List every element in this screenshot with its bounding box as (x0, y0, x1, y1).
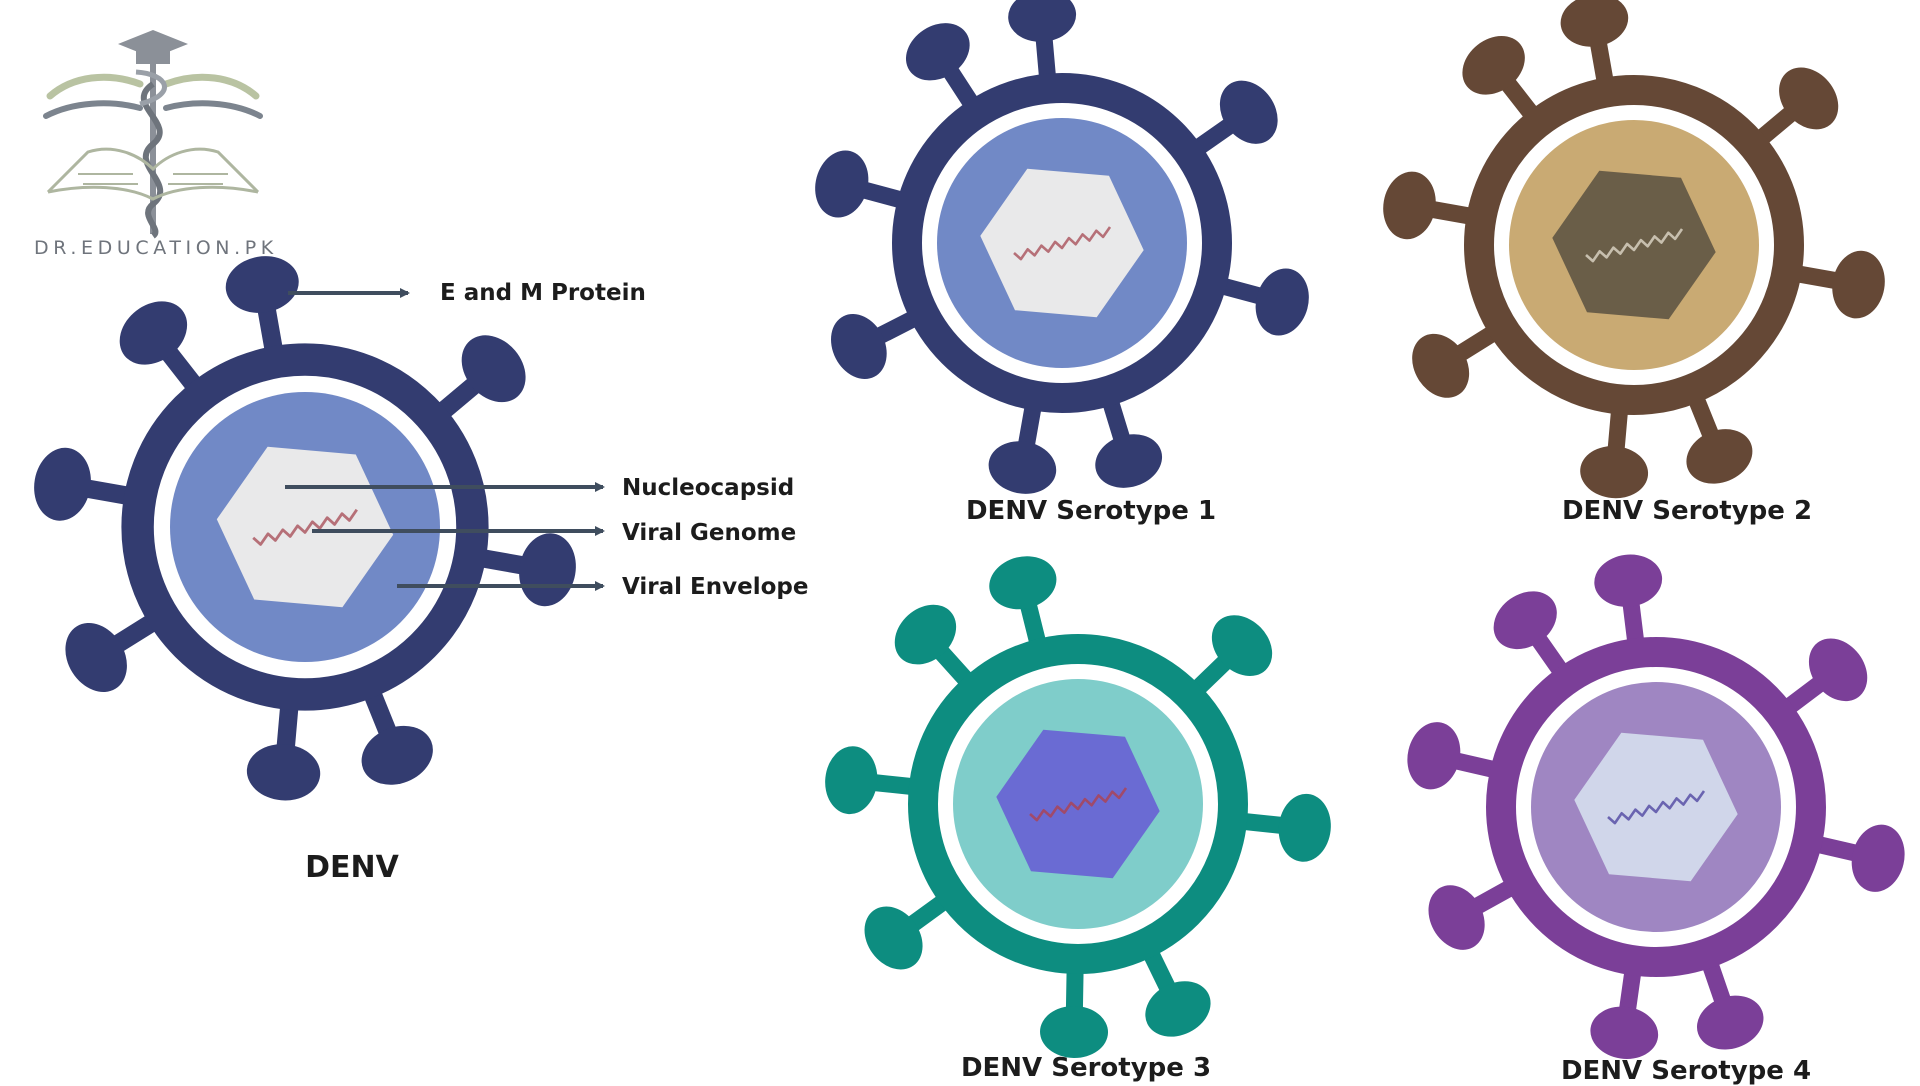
spike-head (988, 441, 1057, 494)
spike-head (246, 744, 321, 801)
spike-head (1008, 0, 1077, 42)
label-viral-genome: Viral Genome (622, 520, 797, 546)
outer-ring (908, 634, 1248, 974)
spike-head (905, 23, 970, 81)
spike-head (34, 447, 91, 521)
spike-head (1219, 80, 1278, 144)
denv-serotype-4-virus (1407, 554, 1905, 1059)
denv-serotype-2-virus (1383, 0, 1885, 499)
spike-head (1040, 1005, 1109, 1058)
spike-head (519, 533, 576, 607)
spike-head (1493, 591, 1557, 650)
caption-serotype-2: DENV Serotype 2 (1561, 496, 1813, 526)
spike-head (894, 604, 957, 665)
spike-head (1095, 434, 1163, 488)
spike-head (1278, 793, 1331, 862)
wings-icon (43, 73, 263, 119)
nucleocapsid-hexagon (980, 168, 1144, 318)
spike-head (119, 301, 188, 365)
spike-head (825, 746, 878, 815)
spike-head (1851, 824, 1905, 892)
spike-head (1696, 995, 1764, 1050)
spike-head (1407, 722, 1461, 790)
outer-ring (1464, 75, 1804, 415)
outer-ring (1486, 637, 1826, 977)
spike-head (1832, 250, 1885, 319)
denv-serotype-3-virus (825, 556, 1331, 1058)
dr-education-logo (43, 30, 263, 239)
spike-head (1580, 446, 1649, 499)
spike-head (989, 556, 1057, 610)
spike-head (225, 256, 299, 313)
spike-head (1255, 268, 1309, 336)
spike-head (1383, 171, 1436, 240)
spike-head (1412, 333, 1470, 398)
caption-serotype-1: DENV Serotype 1 (965, 496, 1217, 526)
viral-genome-strand (1607, 790, 1706, 825)
spike-head (65, 622, 127, 693)
spike-head (1560, 0, 1629, 47)
label-viral-envelope: Viral Envelope (622, 574, 809, 600)
label-e-and-m-protein: E and M Protein (440, 280, 646, 306)
spike-head (815, 150, 869, 218)
spike-head (1686, 429, 1753, 484)
nucleocapsid-hexagon (1552, 170, 1716, 320)
caption-serotype-3: DENV Serotype 3 (960, 1053, 1212, 1083)
denv-main-virus (34, 256, 576, 801)
outer-ring (892, 73, 1232, 413)
spike-head (864, 906, 923, 970)
graduation-cap-icon (118, 30, 188, 64)
viral-genome-strand (252, 508, 358, 546)
spike-head (1462, 36, 1525, 95)
spike-head (461, 335, 526, 403)
spike-head (1594, 554, 1663, 607)
nucleocapsid-hexagon (1574, 732, 1738, 882)
spike-head (361, 725, 433, 785)
spike-head (831, 313, 887, 380)
viral-genome-strand (1029, 787, 1128, 822)
viral-genome-strand (1585, 228, 1684, 263)
spike-head (1211, 615, 1273, 677)
outer-ring (121, 343, 489, 711)
spike-head (1779, 67, 1839, 130)
spike-head (1145, 981, 1211, 1037)
caption-serotype-4: DENV Serotype 4 (1560, 1056, 1812, 1086)
logo-wordmark: DR.EDUCATION.PK (34, 237, 278, 259)
label-arrows (285, 288, 605, 591)
denv-serotype-1-virus (815, 0, 1309, 494)
label-nucleocapsid: Nucleocapsid (622, 475, 795, 501)
nucleocapsid-hexagon (996, 729, 1160, 879)
caption-denv: DENV (305, 850, 399, 885)
spike-head (1808, 638, 1868, 702)
viral-genome-strand (1013, 226, 1112, 261)
spike-head (1590, 1006, 1659, 1059)
spike-head (1428, 885, 1485, 950)
open-book-icon (46, 147, 260, 201)
